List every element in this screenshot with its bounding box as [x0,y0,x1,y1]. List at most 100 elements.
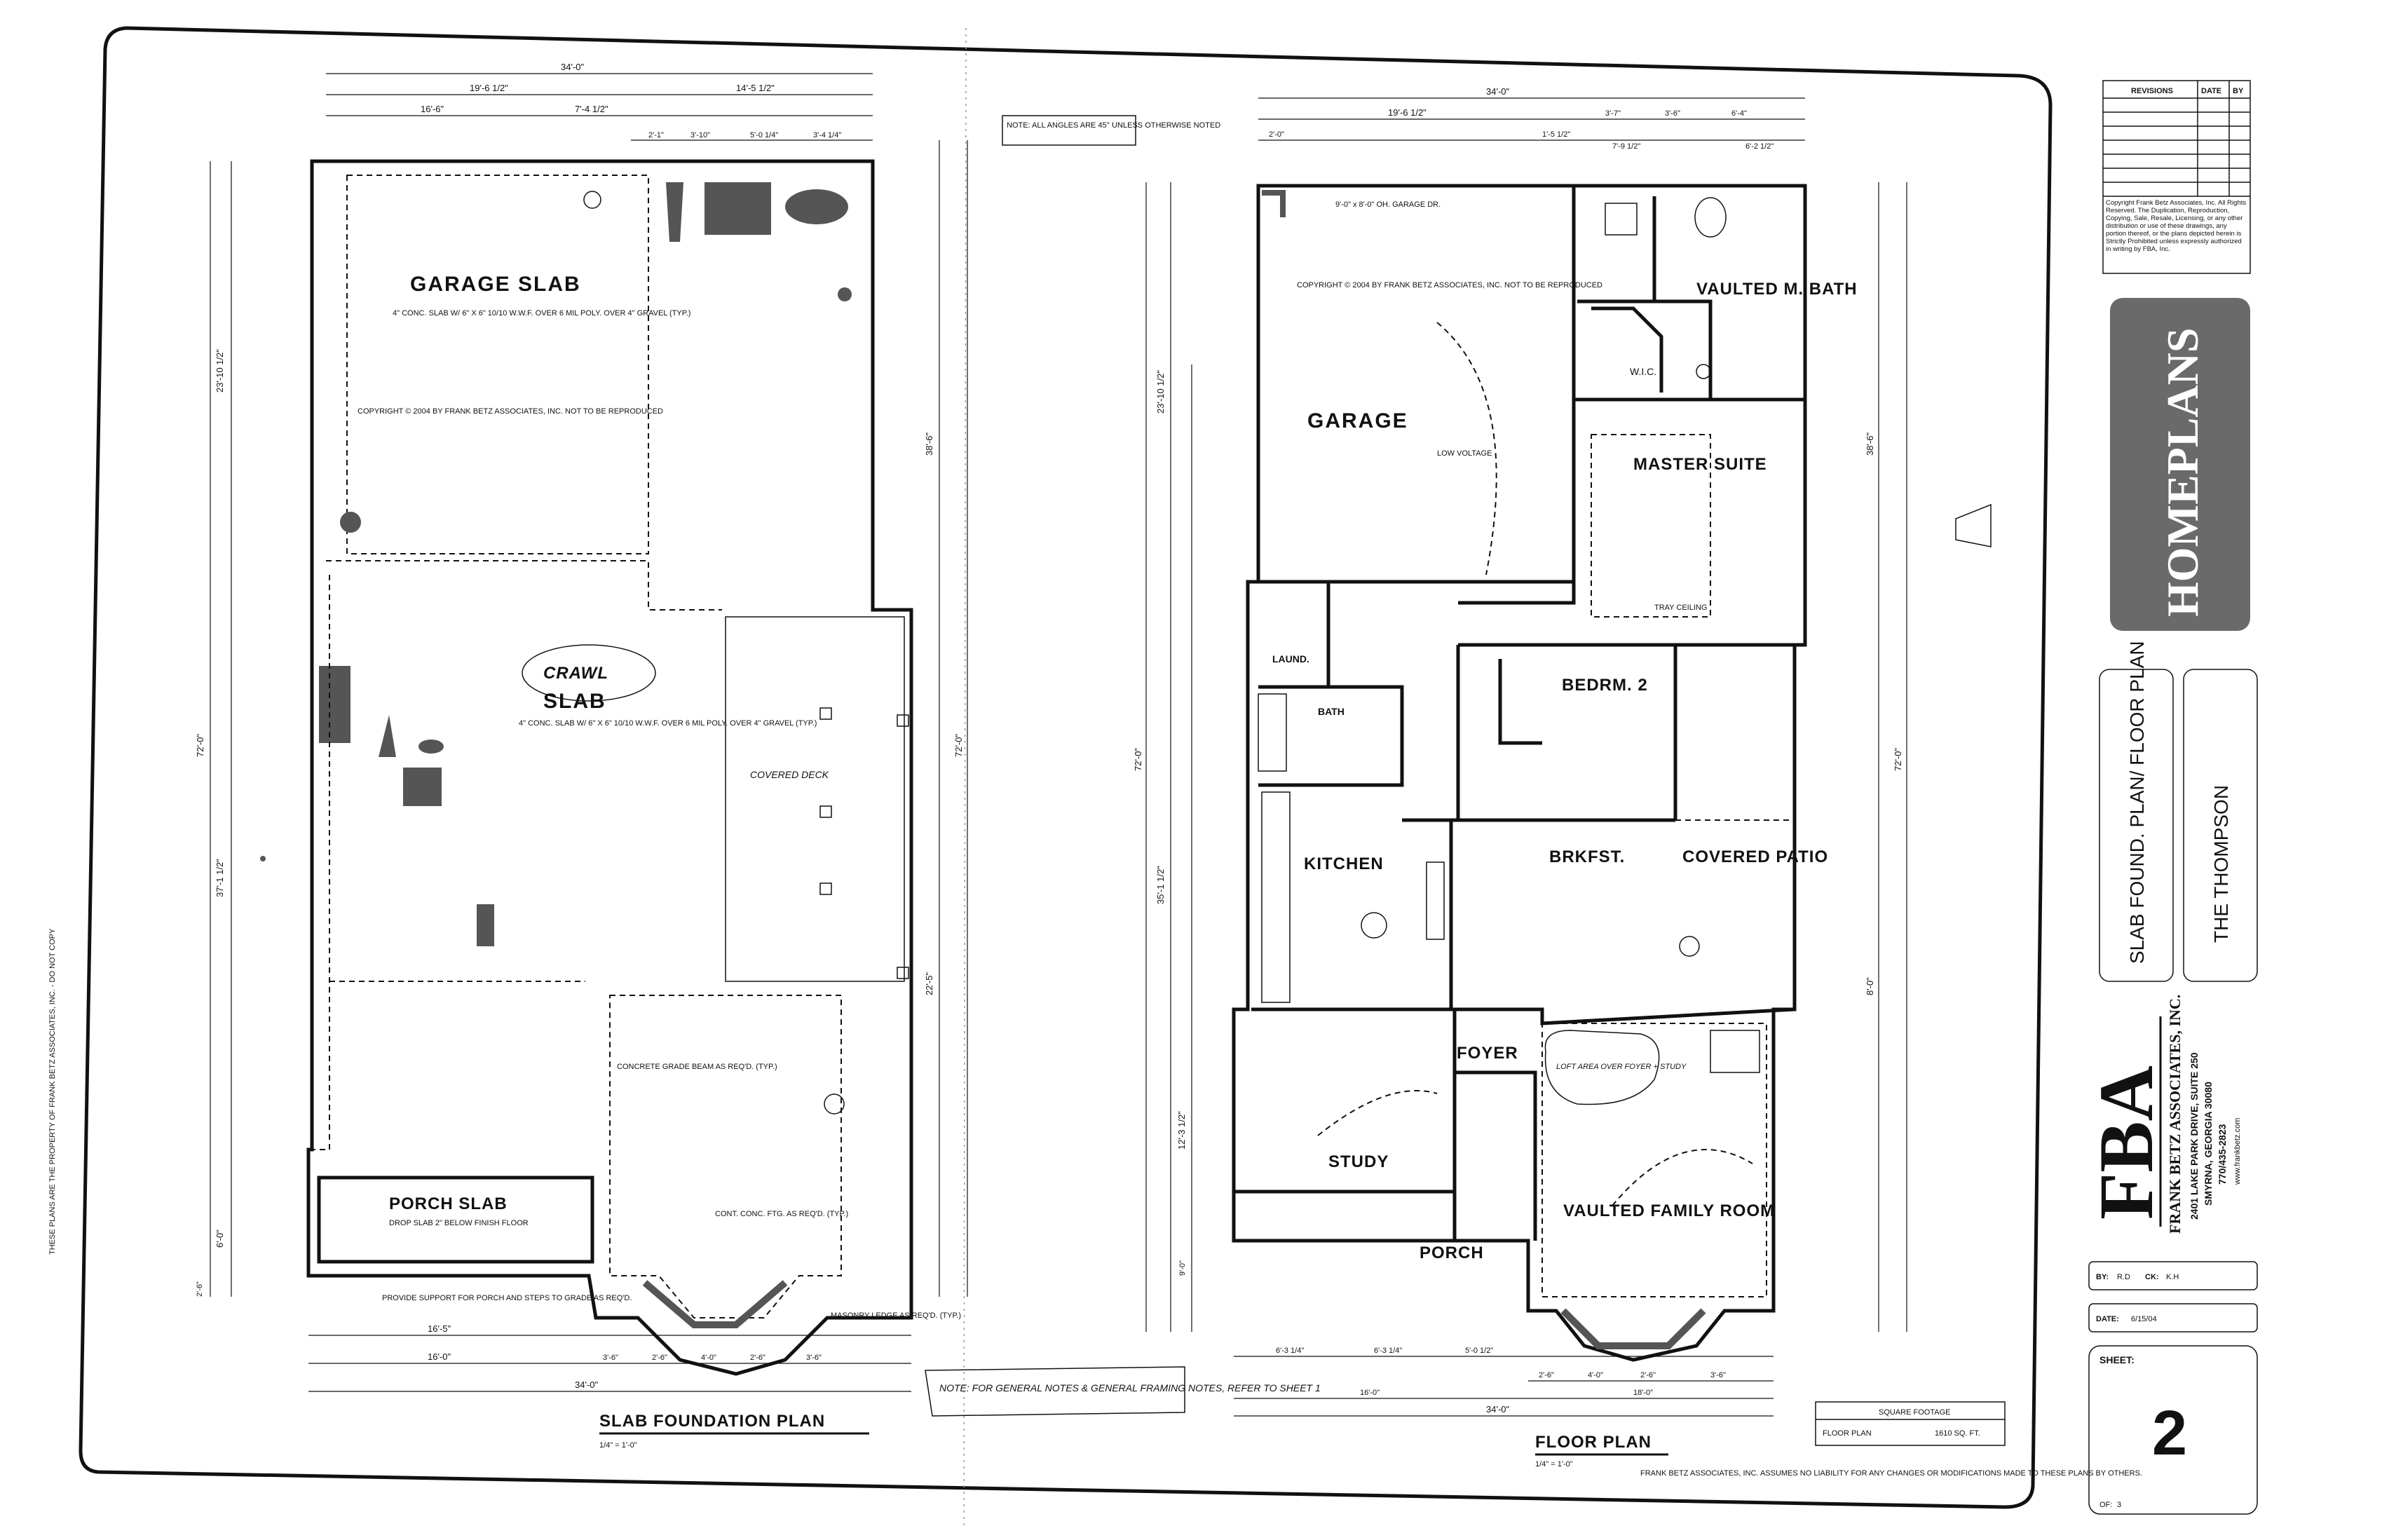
interior-wall [1577,299,1713,400]
of-value: 3 [2117,1501,2121,1509]
marker-circle [583,191,601,209]
plan-name-box [2183,669,2258,982]
foundation-plan: 34'-0" 19'-6 1/2" 14'-5 1/2" 16'-6" 7'-4… [195,62,968,1450]
general-note-box [925,1366,1185,1417]
dim-side-left: 72'-0" [195,733,205,757]
foundation-copyright: COPYRIGHT © 2004 BY FRANK BETZ ASSOCIATE… [358,407,663,416]
room-study: STUDY [1328,1152,1389,1171]
firm-address: 2401 LAKE PARK DRIVE, SUITE 250 [2189,1052,2200,1220]
room-brkfst: BRKFST. [1549,847,1625,866]
dim-side-right: 72'-0" [953,733,964,757]
fp-dim-bottom-overall: 34'-0" [1486,1404,1510,1415]
dim-top-2: 16'-6" [421,104,444,114]
dim-side-0: 23'-10 1/2" [215,349,225,393]
grade-beam-note: CONCRETE GRADE BEAM AS REQ'D. (TYP.) [617,1063,777,1071]
fp-dim-bottom-1: 6'-3 1/4" [1374,1347,1402,1355]
copyright-block: Copyright Frank Betz Associates, Inc. Al… [2106,199,2247,253]
dim-side-1: 38'-6" [924,432,934,456]
fp-dim-side-5: 8'-0" [1865,977,1875,995]
pier-hatch [379,715,396,757]
fp-dim-top-7: 7'-9 1/2" [1612,142,1640,151]
porch-slab-outline [317,1176,594,1264]
firm-web: www.frankbetz.com [2233,1118,2242,1185]
room-laund: LAUND. [1272,653,1309,665]
sketch-mark [1955,503,1992,547]
room-bedrm2: BEDRM. 2 [1562,676,1648,695]
liability-note: FRANK BETZ ASSOCIATES, INC. ASSUMES NO L… [1640,1469,2142,1478]
homeplans-panel [2110,298,2250,631]
marker-dot [260,856,266,861]
foundation-title: SLAB FOUNDATION PLAN [599,1412,825,1431]
dim-bottom-4: 4'-0" [701,1354,716,1362]
center-note-bottom: NOTE: FOR GENERAL NOTES & GENERAL FRAMIN… [939,1382,1321,1394]
angle-note-box [1002,115,1136,146]
dim-side-5: 2'-6" [196,1281,204,1297]
electrical-run [1612,1149,1753,1206]
by-ck-box [2088,1261,2258,1290]
square-footage-box [1815,1401,2006,1446]
interior-wall [1591,306,1663,393]
interior-wall [1458,400,1576,605]
low-voltage-note: LOW VOLTAGE [1437,449,1492,458]
bay-hatch [1560,1308,1706,1349]
dim-top-7: 3'-4 1/4" [813,131,841,139]
interior-wall [1455,1070,1537,1241]
date-box [2088,1303,2258,1333]
fireplace [1710,1030,1760,1073]
dim-top-5: 3'-10" [690,131,710,139]
fp-dim-bottom-6: 2'-6" [1640,1371,1656,1379]
sink-fixture [1361,912,1387,939]
masonry-ledge-note: MASONRY LEDGE AS REQ'D. (TYP.) [831,1311,961,1320]
revisions-box [2102,80,2251,274]
room-master-suite: MASTER SUITE [1633,455,1767,474]
fp-dim-side-2: 35'-1 1/2" [1155,866,1166,904]
fp-dim-bottom-8: 18'-0" [1633,1389,1653,1397]
sheet-label: SHEET: [2099,1354,2135,1365]
dim-side-4: 6'-0" [215,1229,225,1248]
date-label: DATE: [2096,1315,2119,1323]
deck-post [819,805,832,818]
of-label: OF: [2099,1501,2112,1509]
dim-top-4: 2'-1" [648,131,664,139]
room-vaulted-family-room: VAULTED FAMILY ROOM [1563,1201,1775,1220]
pier-hatch [403,768,442,806]
fp-copyright: COPYRIGHT © 2004 BY FRANK BETZ ASSOCIATE… [1297,281,1602,289]
foundation-outline [306,159,913,1376]
electrical-run [1317,1090,1438,1136]
room-wic: W.I.C. [1630,366,1656,377]
room-kitchen: KITCHEN [1304,854,1384,873]
floor-scale: 1/4" = 1'-0" [1535,1460,1573,1469]
footing-outline [609,995,842,1318]
fp-dim-side-0: 23'-10 1/2" [1155,370,1166,414]
porch-slab-label: PORCH SLAB [389,1194,508,1213]
crawl-label: CRAWL [543,664,608,683]
fp-dim-side-left: 72'-0" [1133,747,1143,771]
sheet-title-box [2099,669,2174,982]
fp-dim-side-1: 38'-6" [1865,432,1875,456]
floor-title: FLOOR PLAN [1535,1433,1652,1452]
margin-stamp: THESE PLANS ARE THE PROPERTY OF FRANK BE… [48,928,57,1255]
fp-dim-top-5: 2'-0" [1269,130,1284,139]
copyright-text: Copyright Frank Betz Associates, Inc. Al… [2106,199,2247,253]
deck-post [897,714,909,727]
foundation-scale: 1/4" = 1'-0" [599,1441,637,1450]
square-footage-label: SQUARE FOOTAGE [1879,1408,1950,1417]
room-foyer: FOYER [1457,1044,1518,1063]
dim-top-1: 14'-5 1/2" [736,83,775,93]
room-covered-patio: COVERED PATIO [1682,847,1828,866]
fp-dim-bottom-5: 4'-0" [1588,1371,1603,1379]
fp-dim-bottom-0: 6'-3 1/4" [1276,1347,1304,1355]
fp-dim-top-3: 3'-6" [1665,109,1680,118]
dim-bottom-5: 2'-6" [750,1354,765,1362]
garage-slab-label: GARAGE SLAB [410,273,581,296]
dim-top-overall: 34'-0" [561,62,585,72]
grade-beam [308,575,330,1150]
interior-wall [1251,1007,1795,1025]
fp-dim-top-2: 3'-7" [1605,109,1621,118]
pier-hatch [838,287,852,301]
garage-slab-outline [346,175,649,554]
covered-deck-outline [725,616,905,982]
counter [1261,791,1291,1003]
by-label: BY: [2096,1273,2109,1281]
tray-ceiling-note: TRAY CEILING [1654,604,1707,612]
